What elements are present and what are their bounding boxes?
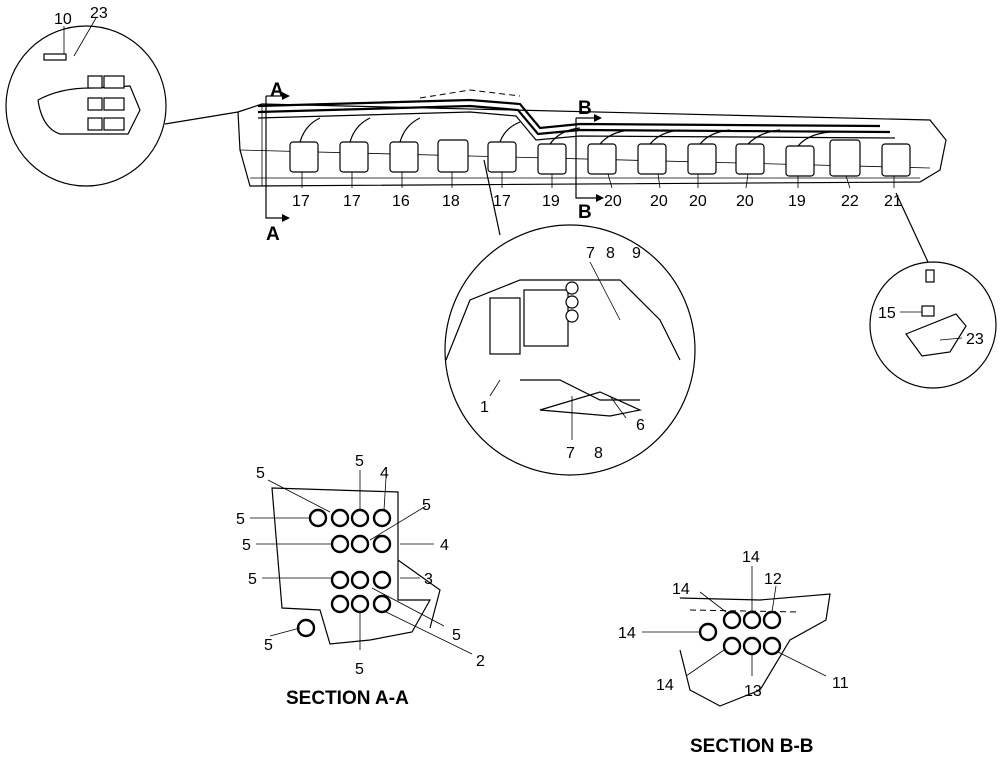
section-aa-label-5-i: 5	[355, 661, 364, 678]
section-aa-label-5-c: 5	[236, 511, 245, 528]
section-aa-label-4-b: 4	[440, 537, 449, 554]
section-aa-label-2: 2	[476, 653, 485, 670]
detail-left-callout-23: 23	[90, 5, 108, 22]
section-a-top-letter: A	[270, 80, 284, 101]
section-bb-label-14-a: 14	[742, 549, 760, 566]
section-b-marker: B B	[575, 98, 604, 223]
callout-19-a: 19	[542, 193, 560, 210]
section-aa-title: SECTION A-A	[286, 688, 409, 709]
callout-20-c: 20	[689, 193, 707, 210]
section-aa-label-3: 3	[424, 571, 433, 588]
section-a-marker: A A	[265, 80, 290, 245]
detail-right-callout-15: 15	[878, 305, 896, 322]
section-bb-label-14-c: 14	[618, 625, 636, 642]
section-bb-label-13: 13	[744, 683, 762, 700]
section-aa-label-5-e: 5	[242, 537, 251, 554]
section-bb-label-14-d: 14	[656, 677, 674, 694]
main-callouts: 17 17 16 18 17 19 20 20 20 20 19 22 21	[292, 172, 902, 210]
detail-center-callout-7-top: 7	[586, 245, 595, 262]
section-bb-label-12: 12	[764, 571, 782, 588]
section-aa-label-5-h: 5	[452, 627, 461, 644]
callout-22: 22	[841, 193, 859, 210]
callout-17-b: 17	[343, 193, 361, 210]
callout-21: 21	[884, 193, 902, 210]
detail-left-callout-10: 10	[54, 11, 72, 28]
detail-center-circle: 7 8 9 1 6 7 8	[444, 159, 696, 476]
callout-20-a: 20	[604, 193, 622, 210]
callout-19-b: 19	[788, 193, 806, 210]
detail-right-circle: 15 23	[869, 192, 997, 389]
main-assembly	[237, 89, 947, 187]
section-aa-label-5-a: 5	[256, 465, 265, 482]
callout-16: 16	[392, 193, 410, 210]
section-b-top-letter: B	[578, 98, 592, 119]
callout-18: 18	[442, 193, 460, 210]
callout-20-b: 20	[650, 193, 668, 210]
detail-center-callout-8-top: 8	[606, 245, 615, 262]
section-bb-view: 14 14 12 14 14 13 11 SECTION B-B	[618, 549, 849, 757]
valve-row	[289, 139, 911, 177]
section-aa-label-4-a: 4	[380, 465, 389, 482]
section-aa-label-5-f: 5	[248, 571, 257, 588]
section-bb-ports	[698, 610, 782, 656]
callout-17-c: 17	[493, 193, 511, 210]
detail-right-callout-23: 23	[966, 331, 984, 348]
section-aa-view: 5 5 4 5 5 5 4 5 3 5 5 2 5 SECTION A-A	[236, 453, 485, 709]
detail-center-callout-8-bottom: 8	[594, 445, 603, 462]
detail-center-callout-9: 9	[632, 245, 641, 262]
detail-left-circle: 10 23	[5, 5, 239, 187]
section-a-bottom-letter: A	[266, 224, 280, 245]
section-aa-ports	[296, 508, 392, 638]
section-aa-label-5-b: 5	[355, 453, 364, 470]
detail-center-callout-1: 1	[480, 399, 489, 416]
section-bb-label-11: 11	[832, 675, 849, 692]
callout-20-d: 20	[736, 193, 754, 210]
section-bb-title: SECTION B-B	[690, 736, 814, 757]
detail-center-callout-6: 6	[636, 417, 645, 434]
section-b-bottom-letter: B	[578, 202, 592, 223]
callout-17-a: 17	[292, 193, 310, 210]
section-aa-label-5-d: 5	[422, 497, 431, 514]
detail-center-callout-7-bottom: 7	[566, 445, 575, 462]
section-aa-label-5-g: 5	[264, 637, 273, 654]
section-bb-label-14-b: 14	[672, 581, 690, 598]
